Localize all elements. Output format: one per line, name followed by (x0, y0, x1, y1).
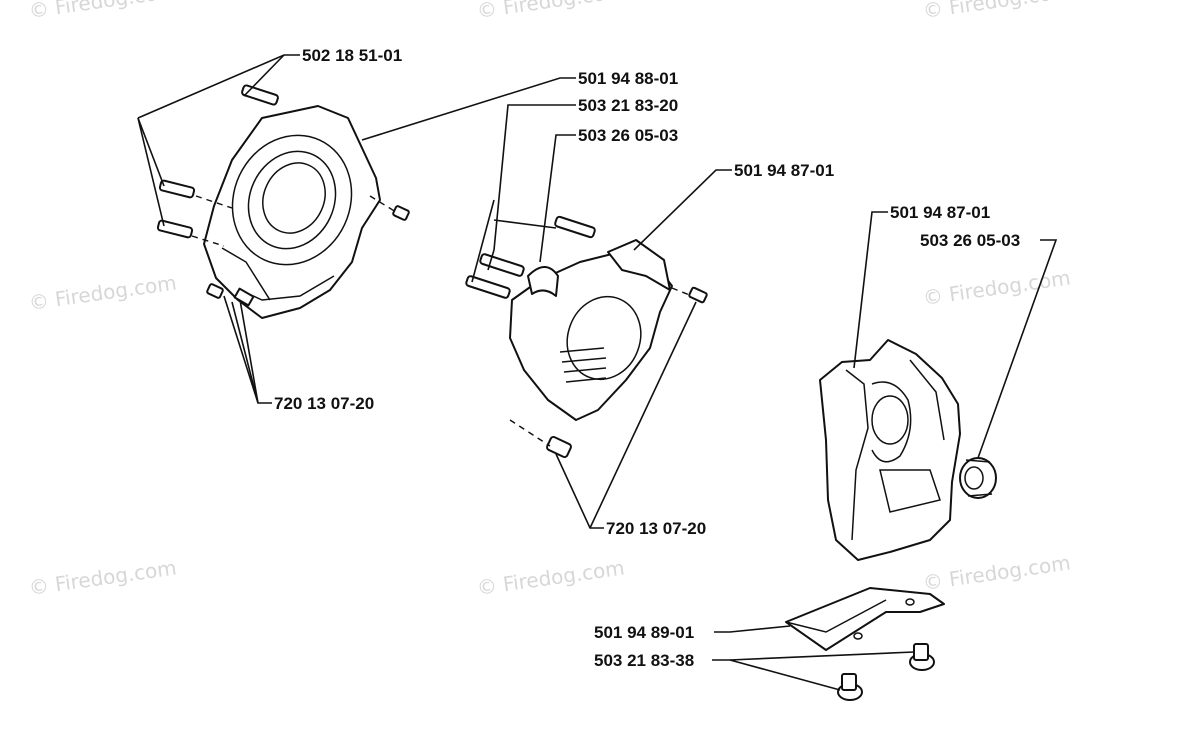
label-501-94-87-01-right: 501 94 87-01 (890, 203, 990, 222)
label-503-26-05-03-right: 503 26 05-03 (920, 231, 1020, 250)
label-502-18-51-01: 502 18 51-01 (302, 46, 402, 65)
leader-lines (137, 54, 1058, 691)
watermark-5: © Firedog.com (921, 265, 1072, 309)
part-labels: 502 18 51-01 501 94 88-01 503 21 83-20 5… (274, 46, 1020, 670)
bottom-screws (837, 643, 935, 701)
watermark-4: © Firedog.com (27, 270, 178, 314)
left-crankcase-half (203, 105, 381, 319)
label-503-21-83-38: 503 21 83-38 (594, 651, 694, 670)
label-501-94-89-01: 501 94 89-01 (594, 623, 694, 642)
label-501-94-88-01: 501 94 88-01 (578, 69, 678, 88)
middle-crankcase-half (465, 215, 708, 459)
watermark-8: © Firedog.com (921, 550, 1072, 594)
label-503-21-83-20: 503 21 83-20 (578, 96, 678, 115)
label-501-94-87-01-middle: 501 94 87-01 (734, 161, 834, 180)
watermark-6: © Firedog.com (27, 555, 178, 599)
label-720-13-07-20-left: 720 13 07-20 (274, 394, 374, 413)
right-seal (959, 457, 997, 499)
watermark-2: © Firedog.com (475, 0, 626, 23)
label-720-13-07-20-middle: 720 13 07-20 (606, 519, 706, 538)
right-cover (819, 339, 961, 561)
label-503-26-05-03-middle: 503 26 05-03 (578, 126, 678, 145)
watermark-3: © Firedog.com (921, 0, 1072, 23)
watermark-7: © Firedog.com (475, 555, 626, 599)
watermark-1: © Firedog.com (27, 0, 178, 23)
bottom-bracket (785, 587, 945, 651)
left-screws (156, 84, 410, 299)
